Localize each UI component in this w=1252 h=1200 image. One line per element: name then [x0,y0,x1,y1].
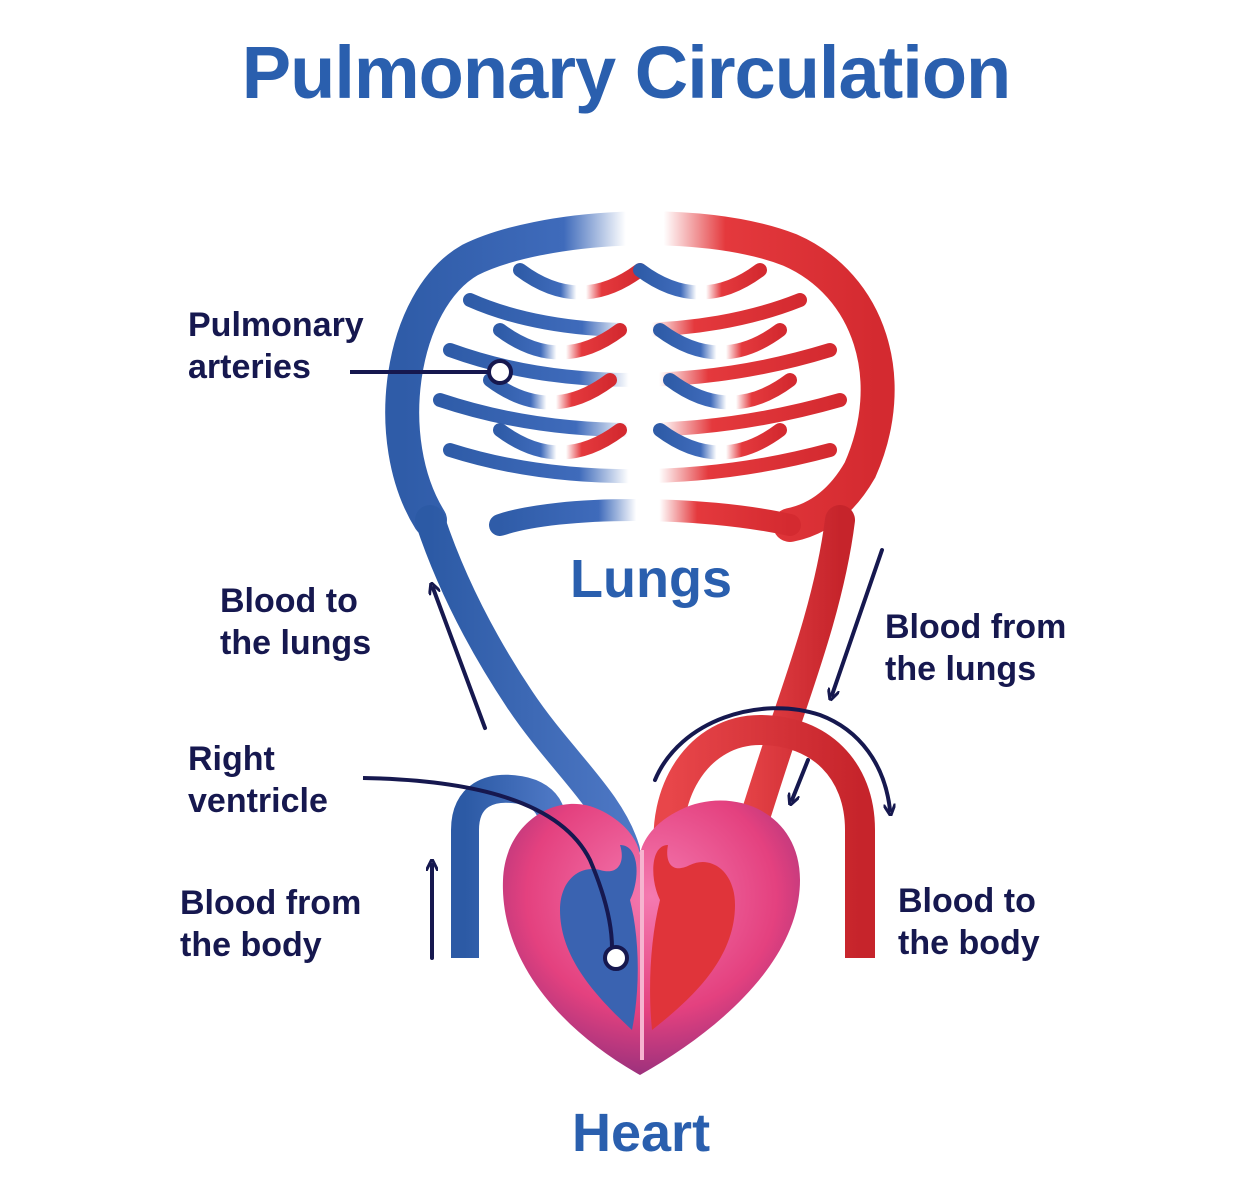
leader-lines [350,370,614,949]
lung-capillary-network [385,211,895,542]
blood-from-body-label: Blood from the body [180,882,361,966]
lungs-label: Lungs [570,549,732,609]
arrow-to-body [653,706,890,810]
blood-from-body-line-2: the body [180,926,322,964]
blood-to-lungs-line-2: the lungs [220,624,372,662]
pulmonary-arteries-line-1: Pulmonary [188,306,364,344]
right-ventricle-line-2: ventricle [188,782,328,820]
blood-to-body-line-1: Blood to [898,882,1036,920]
arrow-into-left-heart [792,758,810,800]
arrow-to-lungs [433,588,487,730]
flow-arrows [432,548,890,960]
blood-from-lungs-label: Blood from the lungs [885,606,1066,690]
page-title: Pulmonary Circulation [241,31,1011,114]
blood-to-lungs-line-1: Blood to [220,582,358,620]
aorta [653,714,875,958]
right-ventricle-line-1: Right [188,740,275,778]
pulmonary-artery [415,505,640,865]
pulmonary-arteries-pointer-dot [487,359,513,385]
heart-illustration [502,800,800,1075]
blood-from-lungs-line-2: the lungs [885,650,1037,688]
blood-to-lungs-label: Blood to the lungs [220,580,371,664]
pulmonary-arteries-label: Pulmonary arteries [188,304,364,388]
blood-from-body-line-1: Blood from [180,884,362,922]
blood-to-body-line-2: the body [898,924,1040,962]
right-ventricle-label: Right ventricle [188,738,328,822]
right-ventricle-pointer-dot [603,945,629,971]
pulmonary-arteries-line-2: arteries [188,348,311,386]
arrow-from-lungs [832,548,884,695]
blood-from-lungs-line-1: Blood from [885,608,1067,646]
blood-to-body-label: Blood to the body [898,880,1040,964]
heart-label: Heart [572,1103,711,1163]
